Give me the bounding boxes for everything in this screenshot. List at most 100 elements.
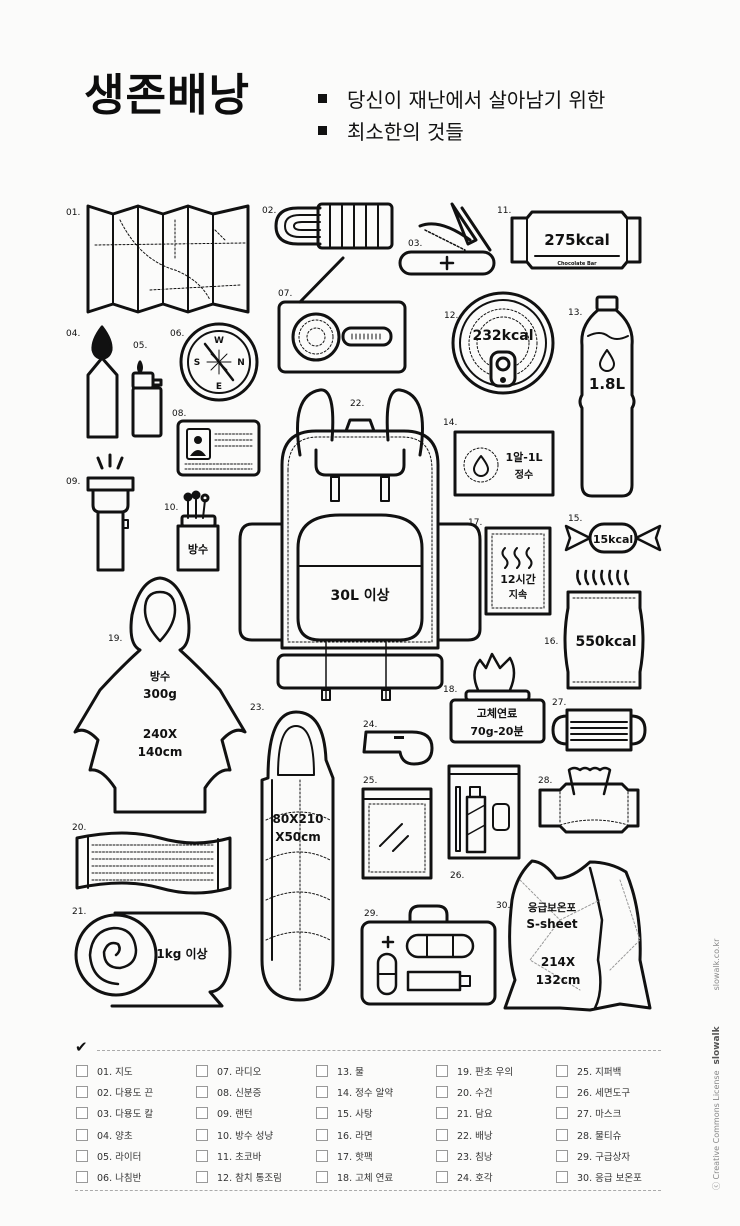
- checklist-item-label: 28. 물티슈: [577, 1130, 622, 1142]
- checklist-item-label: 29. 구급상자: [577, 1151, 631, 1163]
- checkbox[interactable]: [436, 1085, 448, 1098]
- checkbox[interactable]: [556, 1171, 568, 1184]
- checkbox[interactable]: [316, 1149, 328, 1162]
- first-aid-kit-icon: 29.: [360, 904, 497, 1006]
- checkbox[interactable]: [556, 1107, 568, 1120]
- checkbox[interactable]: [196, 1128, 208, 1141]
- checklist-item-label: 14. 정수 알약: [337, 1087, 394, 1099]
- checkbox[interactable]: [196, 1149, 208, 1162]
- poncho-icon: 19. 방수 300g 240X 140cm: [73, 576, 247, 814]
- checklist-item[interactable]: 28. 물티슈: [556, 1124, 676, 1145]
- checkbox[interactable]: [76, 1171, 88, 1184]
- checklist-item[interactable]: 22. 배낭: [436, 1124, 556, 1145]
- checkbox[interactable]: [316, 1171, 328, 1184]
- checklist-item[interactable]: 24. 호각: [436, 1166, 556, 1187]
- item-label: 30L 이상: [330, 587, 389, 604]
- checklist-item[interactable]: 09. 랜턴: [196, 1103, 316, 1124]
- item-number: 30.: [496, 901, 510, 911]
- checkbox[interactable]: [196, 1107, 208, 1120]
- checkbox[interactable]: [76, 1107, 88, 1120]
- item-number: 01.: [66, 208, 80, 218]
- checklist-item-label: 19. 판초 우의: [457, 1066, 514, 1078]
- checklist-item-label: 21. 담요: [457, 1109, 493, 1121]
- rope-icon: 02.: [262, 202, 394, 250]
- checkbox[interactable]: [196, 1171, 208, 1184]
- item-number: 12.: [444, 311, 458, 321]
- checklist-item[interactable]: 14. 정수 알약: [316, 1081, 436, 1102]
- checklist-item[interactable]: 07. 라디오: [196, 1060, 316, 1081]
- checklist-item[interactable]: 19. 판초 우의: [436, 1060, 556, 1081]
- checkbox[interactable]: [556, 1149, 568, 1162]
- checkbox[interactable]: [316, 1107, 328, 1120]
- checklist-item[interactable]: 02. 다용도 끈: [76, 1081, 196, 1102]
- map-icon: 01.: [66, 204, 250, 314]
- checkbox[interactable]: [556, 1064, 568, 1077]
- checkbox[interactable]: [316, 1128, 328, 1141]
- item-number: 16.: [544, 637, 558, 647]
- checklist-item[interactable]: 23. 침낭: [436, 1145, 556, 1166]
- item-label: 방수: [150, 669, 170, 683]
- checklist-item[interactable]: 30. 응급 보온포: [556, 1166, 676, 1187]
- checkbox[interactable]: [196, 1085, 208, 1098]
- checklist-item-label: 07. 라디오: [217, 1066, 262, 1078]
- tuna-can-icon: 12. 232kcal: [444, 291, 555, 395]
- item-number: 02.: [262, 206, 276, 216]
- item-number: 07.: [278, 289, 292, 299]
- backpack-icon: 22. 30L 이상: [238, 388, 482, 701]
- checkbox[interactable]: [436, 1107, 448, 1120]
- sleeping-bag-icon: 23. 80X210 X50cm: [250, 703, 335, 1002]
- checkbox[interactable]: [436, 1149, 448, 1162]
- checkbox[interactable]: [556, 1085, 568, 1098]
- whistle-icon: 24.: [362, 720, 434, 766]
- checklist-item[interactable]: 17. 핫팩: [316, 1145, 436, 1166]
- item-number: 06.: [170, 329, 184, 339]
- checkbox[interactable]: [316, 1064, 328, 1077]
- checklist-item[interactable]: 13. 물: [316, 1060, 436, 1081]
- checklist-item[interactable]: 18. 고체 연료: [316, 1166, 436, 1187]
- dotted-divider: [75, 1190, 661, 1191]
- checkbox[interactable]: [316, 1085, 328, 1098]
- checklist-item[interactable]: 12. 참치 통조림: [196, 1166, 316, 1187]
- checklist-item[interactable]: 21. 담요: [436, 1103, 556, 1124]
- checkbox[interactable]: [76, 1085, 88, 1098]
- checklist-item[interactable]: 06. 나침반: [76, 1166, 196, 1187]
- checkbox[interactable]: [196, 1064, 208, 1077]
- item-label: 고체연료: [477, 706, 517, 720]
- checkbox[interactable]: [76, 1149, 88, 1162]
- checklist-item[interactable]: 26. 세면도구: [556, 1081, 676, 1102]
- checklist-item[interactable]: 16. 라면: [316, 1124, 436, 1145]
- chocolate-bar-icon: 11. 275kcal Chocolate Bar: [497, 206, 642, 270]
- checklist-item[interactable]: 29. 구급상자: [556, 1145, 676, 1166]
- checklist-item[interactable]: 08. 신분증: [196, 1081, 316, 1102]
- checklist-item[interactable]: 04. 양초: [76, 1124, 196, 1145]
- checkbox[interactable]: [556, 1128, 568, 1141]
- item-number: 22.: [350, 399, 364, 409]
- item-number: 29.: [364, 909, 378, 919]
- checklist-item[interactable]: 11. 초코바: [196, 1145, 316, 1166]
- item-number: 03.: [408, 239, 422, 249]
- checklist-item[interactable]: 10. 방수 성냥: [196, 1124, 316, 1145]
- checkbox[interactable]: [436, 1128, 448, 1141]
- checklist-item[interactable]: 27. 마스크: [556, 1103, 676, 1124]
- checklist-item-label: 27. 마스크: [577, 1109, 622, 1121]
- item-number: 27.: [552, 698, 566, 708]
- checklist-item[interactable]: 05. 라이터: [76, 1145, 196, 1166]
- subtitle: 당신이 재난에서 살아남기 위한 최소한의 것들: [318, 82, 605, 146]
- compass-letter: N: [237, 358, 245, 368]
- item-number: 19.: [108, 634, 122, 644]
- checklist-item[interactable]: 20. 수건: [436, 1081, 556, 1102]
- checklist-item[interactable]: 15. 사탕: [316, 1103, 436, 1124]
- ramen-icon: 16. 550kcal: [544, 569, 645, 690]
- checklist-item[interactable]: 01. 지도: [76, 1060, 196, 1081]
- checklist-item[interactable]: 03. 다용도 칼: [76, 1103, 196, 1124]
- item-number: 15.: [568, 514, 582, 524]
- item-label: 300g: [143, 687, 177, 701]
- item-number: 23.: [250, 703, 264, 713]
- checkbox[interactable]: [76, 1064, 88, 1077]
- checklist-item-label: 15. 사탕: [337, 1109, 373, 1121]
- candy-icon: 15. 15kcal: [564, 514, 662, 554]
- checkbox[interactable]: [436, 1171, 448, 1184]
- checkbox[interactable]: [436, 1064, 448, 1077]
- checklist-item[interactable]: 25. 지퍼백: [556, 1060, 676, 1081]
- checkbox[interactable]: [76, 1128, 88, 1141]
